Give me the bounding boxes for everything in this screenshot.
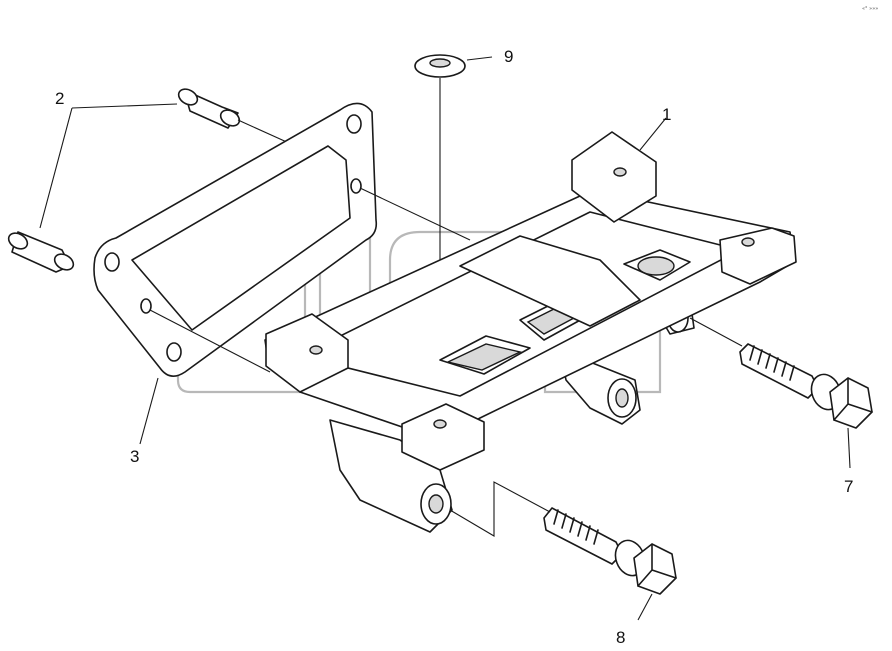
leader-1 — [639, 117, 667, 151]
bolt-7-centerline — [689, 317, 743, 347]
hex-bolt-part-7 — [739, 343, 873, 429]
gasket-plate-part-3 — [93, 102, 378, 377]
leader-9 — [466, 56, 493, 61]
callout-9: 9 — [504, 47, 513, 66]
bolt-8-centerline — [449, 481, 551, 537]
hex-bolt-part-8 — [543, 507, 677, 595]
mounting-bracket-part-1 — [264, 131, 797, 533]
leader-8 — [637, 593, 653, 621]
dowel-pin-lower-part-2 — [7, 231, 75, 273]
callout-1: 1 — [662, 105, 671, 124]
corner-mark: «° »»» — [862, 6, 878, 12]
callout-8: 8 — [616, 628, 625, 647]
gasket-bolt-centerlines — [149, 187, 471, 373]
leader-7 — [847, 427, 851, 469]
dowel-pin-upper-part-2 — [177, 88, 241, 129]
washer-part-9 — [414, 54, 466, 78]
callout-7: 7 — [844, 477, 853, 496]
callout-3: 3 — [130, 447, 139, 466]
leader-3 — [139, 377, 159, 445]
callout-2: 2 — [55, 89, 64, 108]
